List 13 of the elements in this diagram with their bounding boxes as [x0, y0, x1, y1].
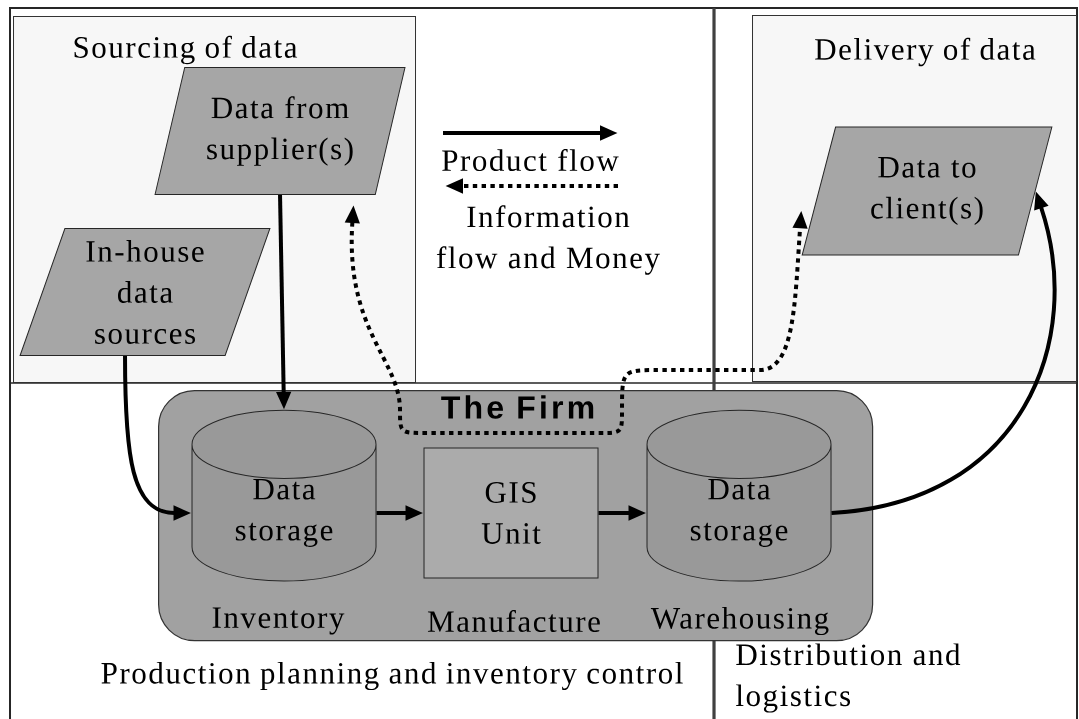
- process-box: GIS Unit: [423, 447, 599, 579]
- storage-cylinder: Data storage: [191, 409, 377, 582]
- legend-label: Information flow and Money: [436, 205, 660, 275]
- stage-label: Inventory: [212, 607, 345, 635]
- region-label: Production planning and inventory control: [101, 661, 683, 691]
- stage-label: Manufacture: [427, 609, 600, 633]
- data-parallelogram: Data to client(s): [801, 126, 1053, 256]
- region-label: Distribution and logistics: [736, 643, 961, 713]
- data-parallelogram: In-house data sources: [19, 228, 271, 356]
- data-parallelogram: Data from supplier(s): [154, 67, 406, 195]
- stage-label: Warehousing: [650, 606, 829, 636]
- legend-label: Product flow: [442, 148, 619, 172]
- storage-cylinder: Data storage: [646, 409, 832, 582]
